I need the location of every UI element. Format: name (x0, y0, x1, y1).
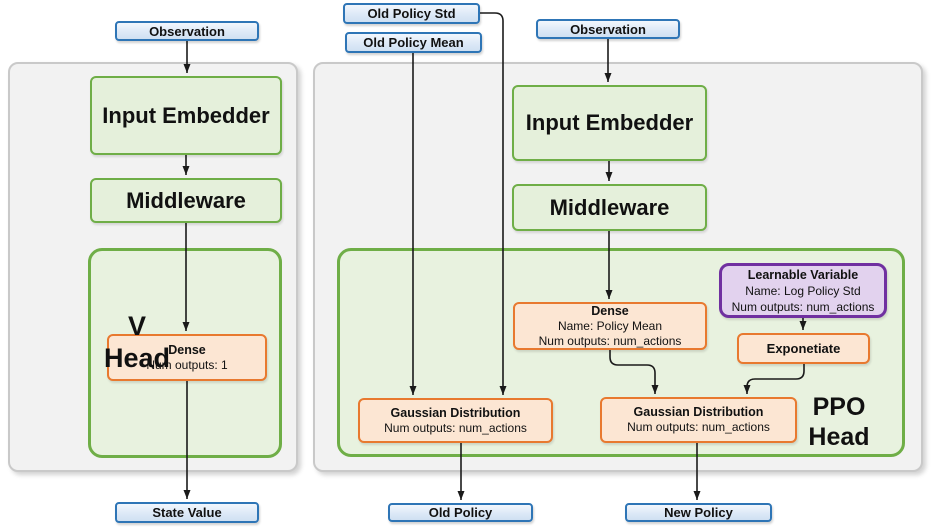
ppo-dense-name: Name: Policy Mean (557, 318, 663, 333)
learnable-variable-name: Name: Log Policy Std (745, 283, 861, 298)
v-input-embedder-node: Input Embedder (90, 76, 282, 155)
v-dense-node: Dense Num outputs: 1 (107, 334, 267, 381)
v-input-embedder-label: Input Embedder (102, 102, 270, 128)
gaussian-old-title: Gaussian Distribution (390, 405, 521, 420)
old-policy-std-node: Old Policy Std (343, 3, 480, 24)
ppo-head-title-line1: PPO (812, 393, 866, 421)
v-head-title-line2: Head (103, 343, 171, 374)
ppo-dense-outputs: Num outputs: num_actions (538, 333, 682, 348)
ppo-middleware-node: Middleware (512, 184, 707, 231)
old-policy-mean-label: Old Policy Mean (363, 35, 464, 50)
state-value-node: State Value (115, 502, 259, 523)
old-policy-node: Old Policy (388, 503, 533, 522)
ppo-observation-label: Observation (570, 21, 646, 37)
gaussian-old-outputs: Num outputs: num_actions (384, 420, 527, 435)
learnable-variable-title: Learnable Variable (747, 267, 859, 282)
old-policy-mean-node: Old Policy Mean (345, 32, 482, 53)
v-middleware-label: Middleware (126, 187, 246, 213)
ppo-input-embedder-label: Input Embedder (525, 110, 694, 135)
v-head-title: V Head (82, 310, 192, 375)
old-policy-std-label: Old Policy Std (367, 6, 456, 21)
gaussian-distribution-new-node: Gaussian Distribution Num outputs: num_a… (600, 397, 797, 443)
learnable-variable-outputs: Num outputs: num_actions (731, 299, 875, 314)
v-observation-node: Observation (115, 21, 259, 41)
v-observation-label: Observation (149, 23, 225, 39)
exponetiate-label: Exponetiate (766, 341, 841, 356)
v-dense-outputs: Num outputs: 1 (146, 357, 228, 372)
ppo-observation-node: Observation (536, 19, 680, 39)
old-policy-label: Old Policy (428, 505, 493, 520)
new-policy-node: New Policy (625, 503, 772, 522)
ppo-middleware-label: Middleware (549, 194, 670, 220)
learnable-variable-node: Learnable Variable Name: Log Policy Std … (719, 263, 887, 318)
ppo-dense-node: Dense Name: Policy Mean Num outputs: num… (513, 302, 707, 350)
new-policy-label: New Policy (664, 505, 733, 520)
v-middleware-node: Middleware (90, 178, 282, 223)
ppo-input-embedder-node: Input Embedder (512, 85, 707, 161)
gaussian-new-outputs: Num outputs: num_actions (627, 420, 770, 434)
gaussian-distribution-old-node: Gaussian Distribution Num outputs: num_a… (358, 398, 553, 443)
v-head-title-line1: V (127, 311, 146, 341)
ppo-head-title-line2: Head (808, 423, 870, 451)
ppo-head-title: PPO Head (794, 392, 884, 452)
exponetiate-node: Exponetiate (737, 333, 870, 364)
v-dense-title: Dense (168, 342, 206, 357)
ppo-dense-title: Dense (591, 303, 629, 318)
gaussian-new-title: Gaussian Distribution (633, 405, 764, 419)
state-value-label: State Value (152, 505, 222, 520)
